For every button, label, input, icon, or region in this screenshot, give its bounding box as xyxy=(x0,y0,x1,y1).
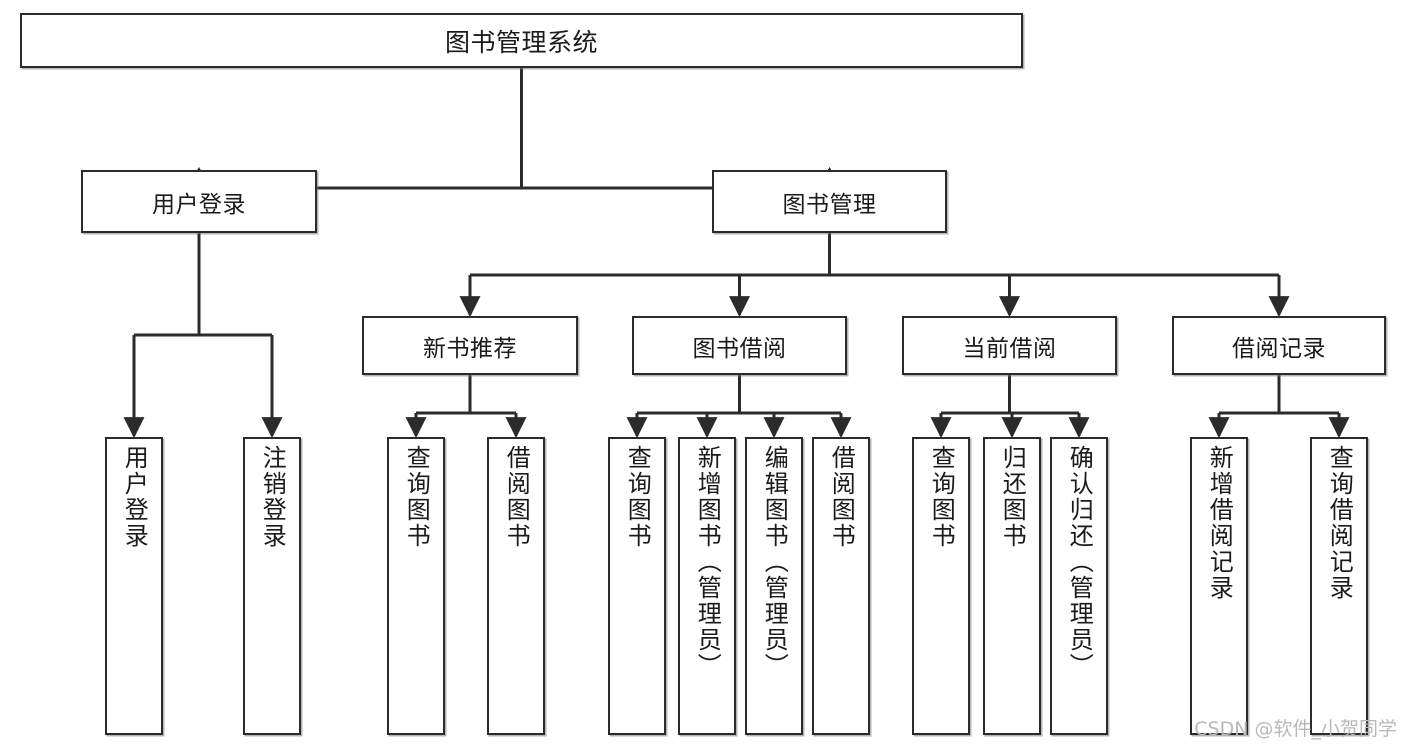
node-leaf-rec-add-record[interactable]: 新增借阅记录 xyxy=(1190,437,1248,735)
node-current-borrow[interactable]: 当前借阅 xyxy=(902,316,1117,375)
node-leaf-cur-return-book-label: 归还图书 xyxy=(998,445,1027,549)
node-leaf-cur-confirm-return-label: 确认归还（管理员） xyxy=(1065,445,1094,679)
node-leaf-user-logout-label: 注销登录 xyxy=(258,445,287,549)
watermark: CSDN @软件_小贺同学 xyxy=(1194,718,1397,740)
node-new-book-recommend[interactable]: 新书推荐 xyxy=(362,316,578,375)
node-root[interactable]: 图书管理系统 xyxy=(20,13,1023,68)
node-borrow-record-label: 借阅记录 xyxy=(1232,335,1326,362)
node-root-label: 图书管理系统 xyxy=(444,27,598,57)
node-leaf-borrow-add-book[interactable]: 新增图书（管理员） xyxy=(678,437,736,735)
node-current-borrow-label: 当前借阅 xyxy=(962,335,1057,362)
node-leaf-user-login-label: 用户登录 xyxy=(120,445,149,549)
node-leaf-rec-add-record-label: 新增借阅记录 xyxy=(1205,445,1234,601)
node-leaf-cur-return-book[interactable]: 归还图书 xyxy=(983,437,1041,735)
node-leaf-user-login[interactable]: 用户登录 xyxy=(105,437,163,735)
node-book-manage-label: 图书管理 xyxy=(782,191,877,218)
node-leaf-rec-query-book-label: 查询图书 xyxy=(402,445,431,549)
node-leaf-rec-borrow-book[interactable]: 借阅图书 xyxy=(487,437,545,735)
node-leaf-borrow-add-book-label: 新增图书（管理员） xyxy=(693,445,722,679)
node-leaf-borrow-query-book[interactable]: 查询图书 xyxy=(608,437,666,735)
node-book-borrow-label: 图书借阅 xyxy=(692,335,787,362)
node-borrow-record[interactable]: 借阅记录 xyxy=(1172,316,1386,375)
node-leaf-cur-confirm-return[interactable]: 确认归还（管理员） xyxy=(1050,437,1108,735)
node-user-login-label: 用户登录 xyxy=(152,191,246,218)
node-book-borrow[interactable]: 图书借阅 xyxy=(632,316,847,375)
node-leaf-borrow-query-book-label: 查询图书 xyxy=(623,445,652,549)
node-leaf-rec-query-book[interactable]: 查询图书 xyxy=(387,437,445,735)
node-leaf-borrow-borrow-book-label: 借阅图书 xyxy=(827,445,856,549)
node-leaf-rec-query-record-label: 查询借阅记录 xyxy=(1325,445,1354,601)
node-leaf-borrow-borrow-book[interactable]: 借阅图书 xyxy=(812,437,870,735)
node-leaf-cur-query-book[interactable]: 查询图书 xyxy=(912,437,970,735)
node-leaf-cur-query-book-label: 查询图书 xyxy=(927,445,956,549)
node-leaf-rec-query-record[interactable]: 查询借阅记录 xyxy=(1310,437,1368,735)
node-leaf-borrow-edit-book[interactable]: 编辑图书（管理员） xyxy=(745,437,803,735)
node-leaf-borrow-edit-book-label: 编辑图书（管理员） xyxy=(760,445,789,679)
node-leaf-rec-borrow-book-label: 借阅图书 xyxy=(502,445,531,549)
node-leaf-user-logout[interactable]: 注销登录 xyxy=(243,437,301,735)
node-new-book-recommend-label: 新书推荐 xyxy=(423,335,517,362)
node-user-login[interactable]: 用户登录 xyxy=(81,170,317,233)
node-book-manage[interactable]: 图书管理 xyxy=(712,170,947,233)
